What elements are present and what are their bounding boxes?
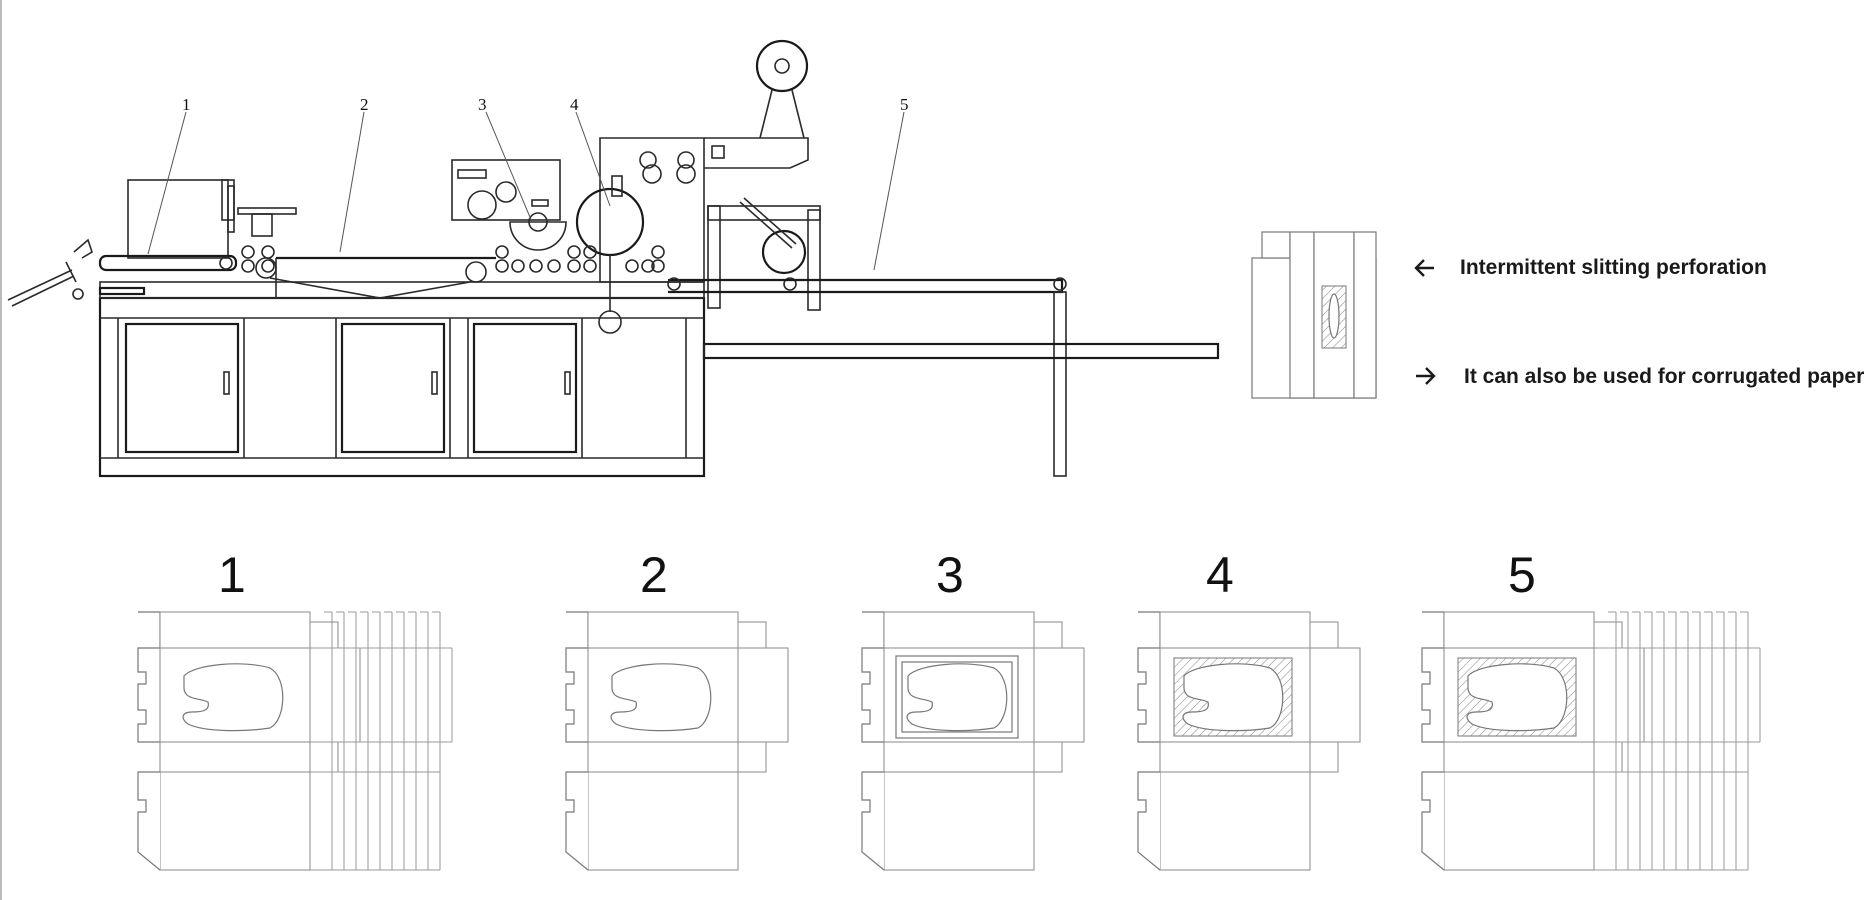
window-cutout [906,663,1008,732]
film-reel [755,39,809,93]
box-blank-4 [1137,611,1361,871]
step-number-5: 5 [1508,547,1536,603]
window-cutout [1182,663,1284,732]
box-blank-2 [565,611,789,871]
callout-leaders [147,111,905,271]
callout-number-1: 1 [182,95,191,114]
window-cutout [610,663,712,732]
step-number-2: 2 [640,547,668,603]
machine-drawing [7,39,1220,478]
cabinet-door-2 [340,322,446,454]
sample-box-diagram [1251,231,1377,399]
cabinet-door-3 [472,322,578,454]
callout-number-3: 3 [478,95,487,114]
box-blank-5 [1421,611,1761,871]
callout-number-2: 2 [360,95,369,114]
note-corrugated: It can also be used for corrugated paper [1464,365,1864,388]
step-number-4: 4 [1206,547,1234,603]
crank-handle [7,238,93,307]
callout-number-5: 5 [900,95,909,114]
arrow-left-icon [1414,259,1434,277]
box-blank-3 [861,611,1085,871]
main-drum [575,187,645,257]
slitting-knife [761,229,807,275]
note-intermittent-slitting: Intermittent slitting perforation [1460,256,1767,279]
box-blank-1 [137,611,453,871]
callout-number-4: 4 [570,95,579,114]
cabinet-door-1 [124,322,240,454]
step-number-1: 1 [218,547,246,603]
feeder-box [127,179,229,259]
arrow-right-icon [1416,367,1436,385]
half-drum [509,221,567,251]
step-number-3: 3 [936,547,964,603]
roller-row [495,245,665,273]
tension-weight [598,310,622,334]
cutter-housing [451,159,561,221]
window-cutout [182,663,284,732]
output-table [702,342,1220,360]
window-cutout [1466,663,1568,732]
